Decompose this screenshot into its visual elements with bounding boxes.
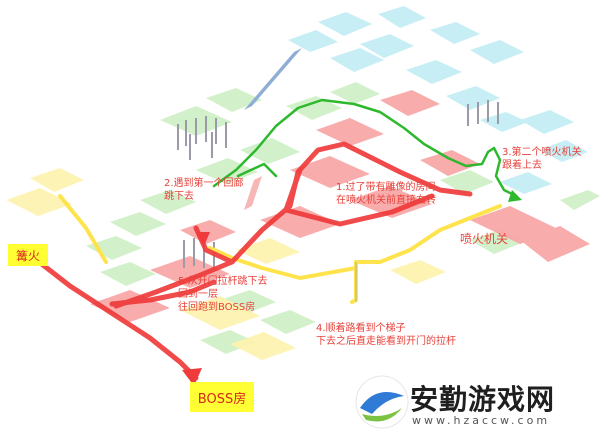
annotation-step3: 3.第二个喷火机关 跟着上去 (502, 147, 582, 171)
watermark-url: www.hzaccw.com (412, 414, 551, 427)
annotation-step2: 2.遇到第一个回廊 跳下去 (164, 178, 244, 202)
boss-arrow (182, 368, 202, 386)
watermark-logo (355, 375, 409, 429)
upper-floor-tiles (288, 6, 588, 194)
green-route (212, 98, 518, 198)
flame-trap-label: 喷火机关 (460, 232, 509, 246)
boss-room-label: BOSS房 (190, 382, 254, 412)
annotation-step4: 4.顺着路看到个梯子 下去之后直走能看到开门的拉杆 (316, 323, 456, 347)
yellow-floor-tiles (6, 168, 446, 360)
annotation-step1: 1.过了带有雕像的房间 在喷火机关前直接右转 (336, 182, 436, 206)
blue-stair (244, 48, 302, 110)
bonfire-label: 篝火 (8, 244, 48, 266)
red-route (31, 141, 473, 381)
annotation-step5: 5.从开门拉杆跳下去 回到一层 往回跑到BOSS房 (178, 276, 268, 313)
jump-arrow (196, 232, 210, 246)
green-arrow (508, 190, 522, 202)
watermark-name: 安勤游戏网 (410, 383, 556, 416)
pink-stair (244, 176, 262, 210)
red-floor-tiles (90, 90, 590, 322)
